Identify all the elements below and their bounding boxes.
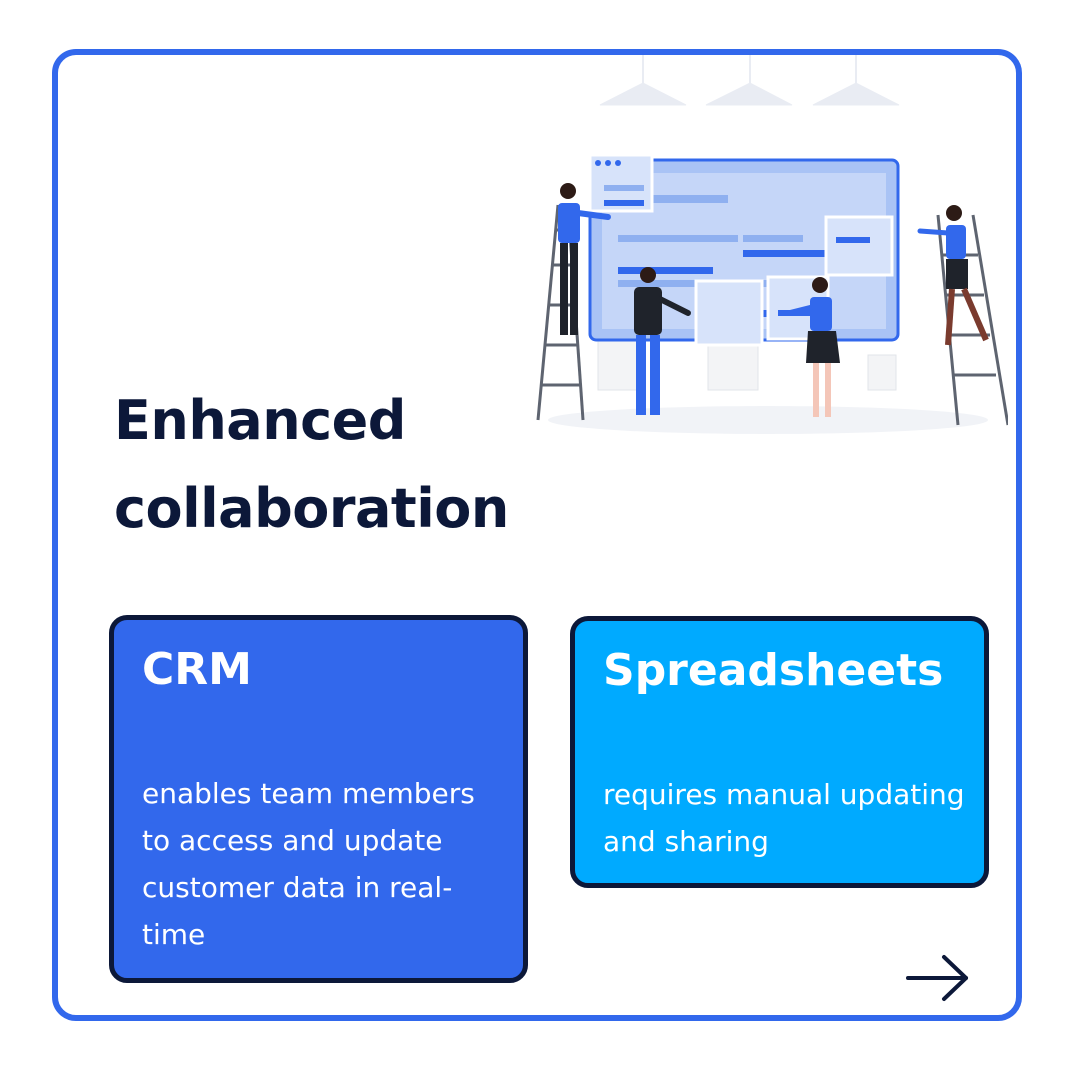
spreadsheets-card-body: requires manual updating and sharing — [603, 778, 965, 858]
slide-frame: Enhanced collaboration CRM enables team … — [52, 49, 1022, 1021]
team-collaboration-illustration — [536, 55, 1008, 434]
slide-title: Enhanced collaboration — [114, 377, 674, 553]
title-line-1: Enhanced — [114, 389, 406, 452]
crm-card: CRM enables team members to access and u… — [109, 615, 528, 983]
crm-card-body: enables team members to access and updat… — [142, 777, 475, 951]
spreadsheets-card: Spreadsheets requires manual updating an… — [570, 616, 989, 888]
arrow-right-icon[interactable] — [906, 953, 972, 1003]
title-line-2: collaboration — [114, 477, 509, 540]
crm-card-heading: CRM — [142, 644, 252, 695]
spreadsheets-card-heading: Spreadsheets — [603, 645, 944, 696]
